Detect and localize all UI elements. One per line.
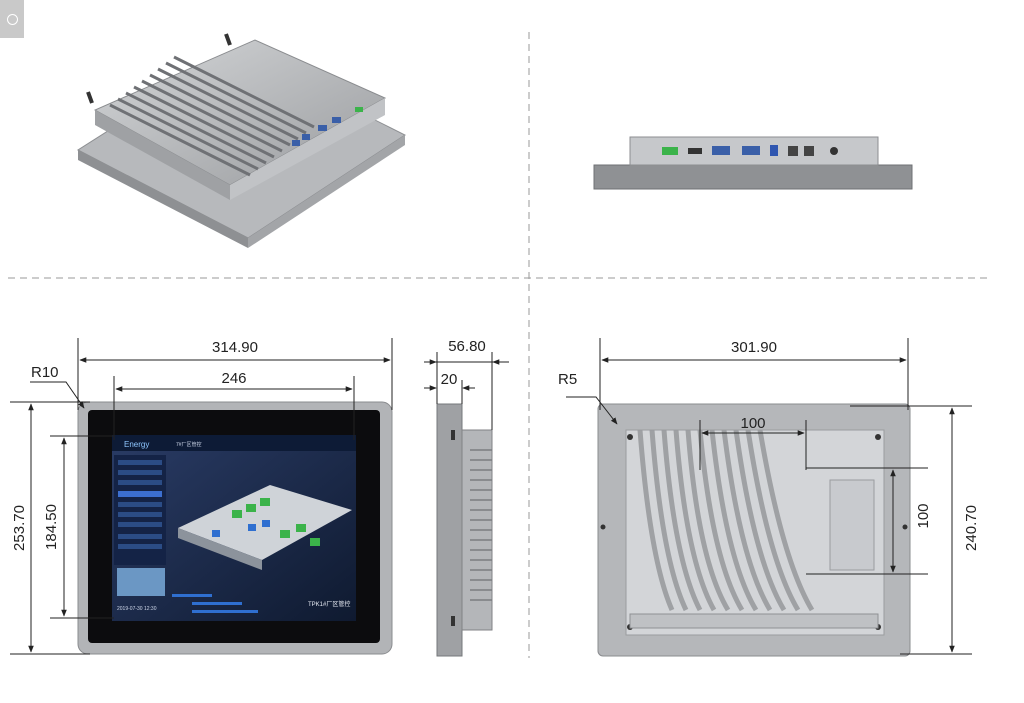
front-view: Energy 7#厂区管控 2019-07-30 12:30 TPK1#厂区管控 <box>77 401 393 655</box>
rear-height-label: 240.70 <box>963 505 980 551</box>
rear-dimensions <box>566 338 972 655</box>
rear-corner-radius-label: R5 <box>558 371 577 388</box>
screen-brand: Energy <box>124 440 149 449</box>
front-inner-width-label: 246 <box>221 370 246 387</box>
screen-header-caption: 7#厂区管控 <box>176 441 202 448</box>
rear-view <box>597 403 911 657</box>
ports-side-photo <box>593 136 913 190</box>
front-inner-height-label: 184.50 <box>43 504 60 550</box>
side-view <box>436 403 493 657</box>
side-offset-label: 20 <box>441 371 458 388</box>
rear-width-label: 301.90 <box>731 339 777 356</box>
rear-vesa-vertical-label: 100 <box>915 503 932 528</box>
front-outer-height-label: 253.70 <box>11 505 28 551</box>
side-dimensions <box>424 352 509 430</box>
zoom-icon <box>6 13 18 25</box>
side-depth-label: 56.80 <box>448 338 486 355</box>
screen-date-time: 2019-07-30 12:30 <box>117 606 157 612</box>
front-outer-width-label: 314.90 <box>212 339 258 356</box>
front-dimensions <box>10 338 393 655</box>
isometric-rear-photo <box>76 33 407 248</box>
rear-vesa-horizontal-label: 100 <box>740 415 765 432</box>
front-corner-radius-label: R10 <box>31 364 59 381</box>
corner-zoom-button[interactable] <box>0 0 24 38</box>
screen-bottom-caption: TPK1#厂区管控 <box>308 600 350 608</box>
